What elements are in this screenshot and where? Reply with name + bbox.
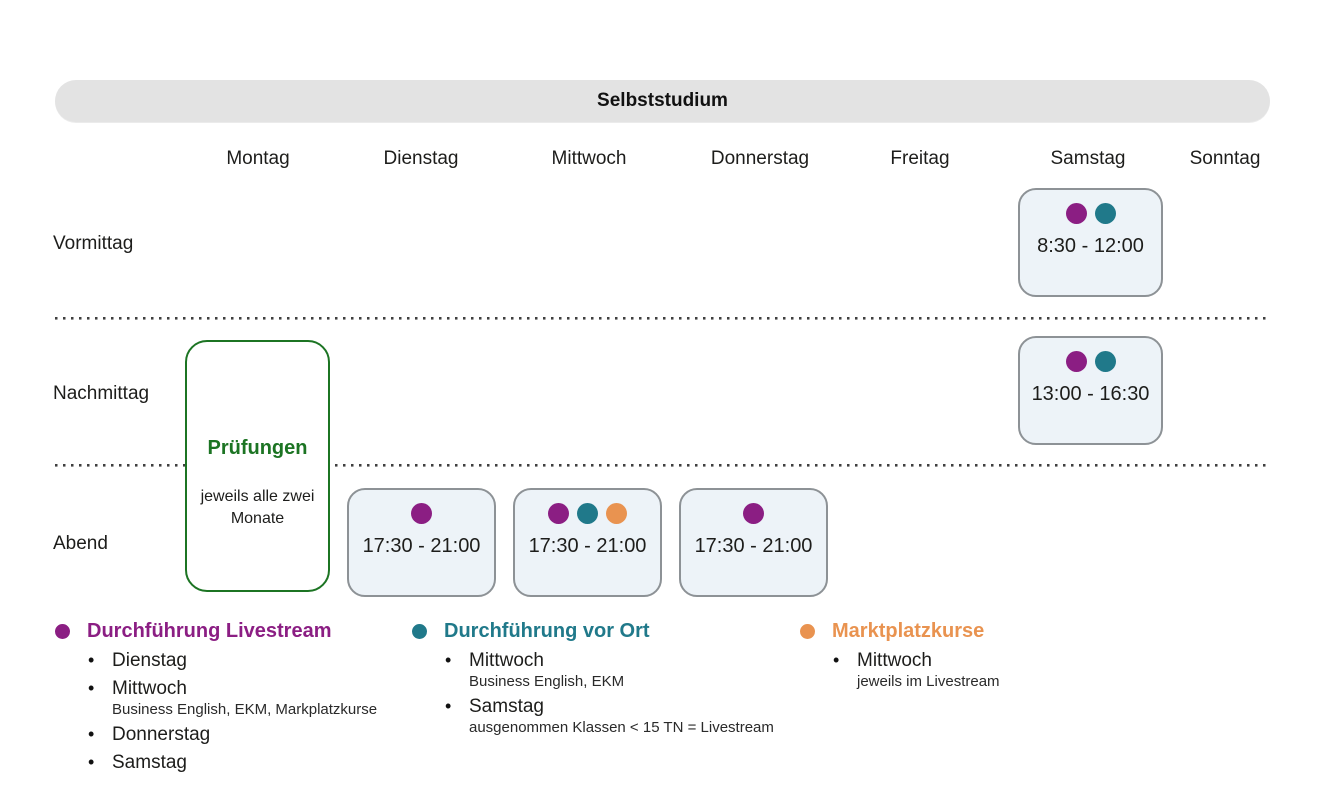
legend-item: • Mittwoch Business English, EKM, Markpl…: [88, 677, 377, 719]
legend-item: • Mittwoch jeweils im Livestream: [833, 649, 1000, 691]
legend-item-label: Samstag: [469, 696, 544, 717]
event-time: 17:30 - 21:00: [362, 535, 481, 557]
legend-item: • Dienstag: [88, 649, 377, 673]
event-card-samstag-nachmittag: 13:00 - 16:30: [1018, 336, 1163, 445]
event-card-dienstag-abend: 17:30 - 21:00: [347, 488, 496, 597]
legend-item-label: Mittwoch: [857, 650, 932, 671]
day-header-sonntag: Sonntag: [1189, 148, 1261, 169]
bullet-icon: •: [445, 650, 452, 670]
vorort-dot-icon: [1094, 202, 1116, 224]
day-header-samstag: Samstag: [1050, 148, 1126, 169]
legend-item-label: Donnerstag: [112, 724, 211, 745]
legend-item: • Samstag: [88, 751, 377, 775]
vorort-dot-icon: [577, 502, 598, 524]
livestream-dot-icon: [411, 502, 432, 524]
legend-item-note: jeweils im Livestream: [857, 673, 1000, 690]
day-header-mittwoch: Mittwoch: [551, 148, 627, 169]
marktplatz-dot-icon: [606, 502, 627, 524]
event-dots: [411, 502, 432, 524]
event-time: 17:30 - 21:00: [694, 535, 813, 557]
livestream-dot-icon: [743, 502, 764, 524]
event-dots: [1065, 350, 1116, 372]
legend-item-label: Dienstag: [112, 650, 187, 671]
legend-item-label: Mittwoch: [112, 678, 187, 699]
banner-title: Selbststudium: [597, 90, 728, 111]
legend-livestream: Durchführung Livestream • Dienstag • Mit…: [55, 620, 377, 775]
row-label-vormittag: Vormittag: [53, 233, 134, 254]
divider-vormittag-nachmittag: [55, 317, 1270, 320]
legend-item-label: Samstag: [112, 752, 187, 773]
livestream-dot-icon: [55, 624, 70, 639]
event-dots: [743, 502, 764, 524]
legend-marktplatzkurse-title: Marktplatzkurse: [832, 620, 985, 642]
legend-item-note: Business English, EKM, Markplatzkurse: [112, 701, 378, 718]
bullet-icon: •: [445, 696, 452, 716]
legend-vor-ort-header: Durchführung vor Ort: [412, 620, 774, 643]
day-header-donnerstag: Donnerstag: [710, 148, 810, 169]
event-card-mittwoch-abend: 17:30 - 21:00: [513, 488, 662, 597]
legend-item-label: Mittwoch: [469, 650, 544, 671]
livestream-dot-icon: [1065, 350, 1087, 372]
day-header-dienstag: Dienstag: [383, 148, 459, 169]
legend-item-note: Business English, EKM: [469, 673, 625, 690]
event-time: 17:30 - 21:00: [528, 535, 647, 557]
vorort-dot-icon: [1094, 350, 1116, 372]
selbststudium-banner: Selbststudium: [55, 80, 1270, 122]
bullet-icon: •: [88, 752, 95, 772]
event-time: 8:30 - 12:00: [1037, 235, 1144, 257]
legend-marktplatzkurse: Marktplatzkurse • Mittwoch jeweils im Li…: [800, 620, 1000, 691]
event-dots: [548, 502, 627, 524]
event-dots: [1065, 202, 1116, 224]
bullet-icon: •: [833, 650, 840, 670]
legend-item: • Donnerstag: [88, 723, 377, 747]
legend-vor-ort-title: Durchführung vor Ort: [444, 620, 650, 642]
legend-marktplatzkurse-header: Marktplatzkurse: [800, 620, 1000, 643]
legend-livestream-header: Durchführung Livestream: [55, 620, 377, 643]
pruefungen-note: jeweils alle zwei Monate: [200, 488, 315, 527]
legend-item: • Samstag ausgenommen Klassen < 15 TN = …: [445, 695, 774, 737]
livestream-dot-icon: [1065, 202, 1087, 224]
bullet-icon: •: [88, 650, 95, 670]
pruefungen-card: Prüfungen jeweils alle zwei Monate: [185, 340, 330, 592]
vor-ort-dot-icon: [412, 624, 427, 639]
legend-vor-ort: Durchführung vor Ort • Mittwoch Business…: [412, 620, 774, 737]
day-header-montag: Montag: [226, 148, 290, 169]
event-time: 13:00 - 16:30: [1031, 383, 1150, 405]
day-header-freitag: Freitag: [890, 148, 950, 169]
event-card-donnerstag-abend: 17:30 - 21:00: [679, 488, 828, 597]
event-card-samstag-vormittag: 8:30 - 12:00: [1018, 188, 1163, 297]
livestream-dot-icon: [548, 502, 569, 524]
row-label-abend: Abend: [53, 533, 108, 554]
legend-item: • Mittwoch Business English, EKM: [445, 649, 774, 691]
legend-livestream-title: Durchführung Livestream: [87, 620, 332, 642]
bullet-icon: •: [88, 678, 95, 698]
row-label-nachmittag: Nachmittag: [53, 383, 150, 404]
divider-nachmittag-abend: [55, 464, 1270, 467]
legend-item-note: ausgenommen Klassen < 15 TN = Livestream: [469, 719, 774, 736]
bullet-icon: •: [88, 724, 95, 744]
marktplatz-dot-icon: [800, 624, 815, 639]
pruefungen-title: Prüfungen: [207, 437, 308, 459]
